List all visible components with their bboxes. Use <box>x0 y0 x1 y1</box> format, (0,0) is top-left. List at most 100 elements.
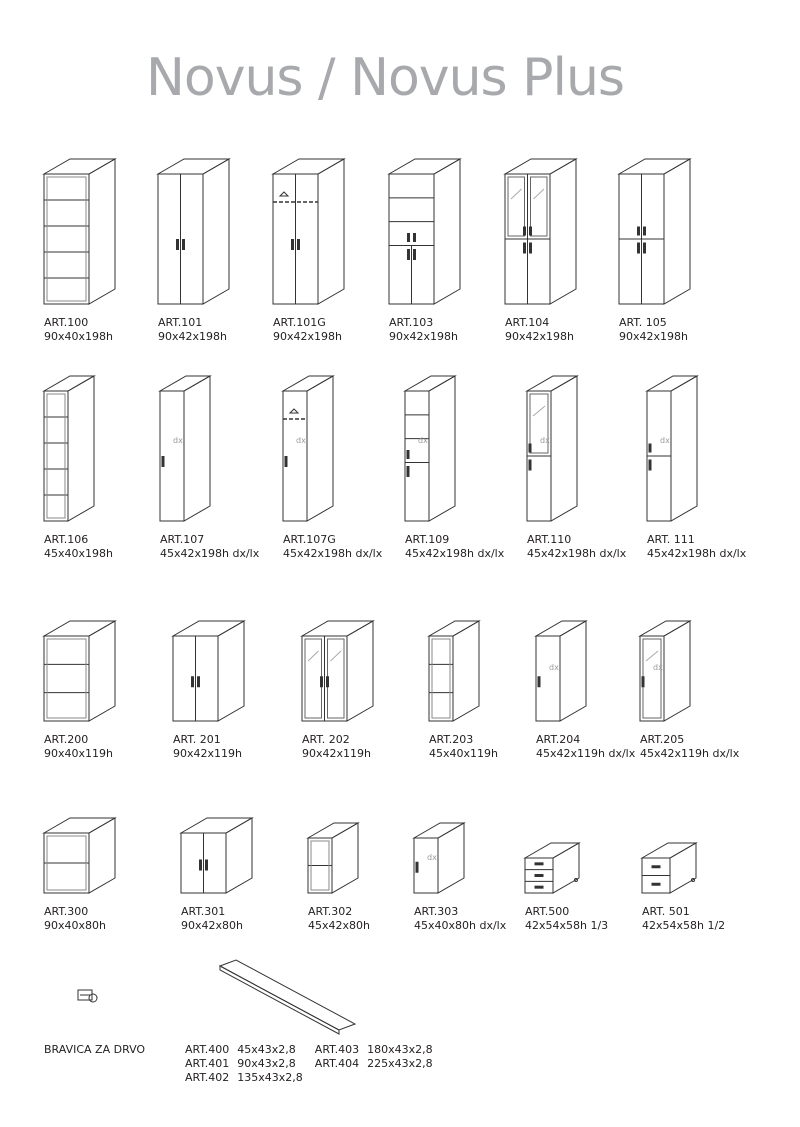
cabinet-side <box>88 620 116 722</box>
door-side-mark: dx <box>549 663 559 672</box>
door-handle <box>637 242 640 254</box>
door-handle <box>643 226 646 236</box>
product-code: ART.203 <box>429 733 474 746</box>
product-code: ART. 202 <box>302 733 350 746</box>
cabinet-front <box>428 635 454 722</box>
cabinet-side <box>331 822 359 894</box>
cabinet-front <box>43 635 90 722</box>
dowel-icon <box>77 989 93 1001</box>
cabinet-top <box>271 158 346 175</box>
product-code: ART.500 <box>525 905 570 918</box>
door-side-mark: dx <box>540 436 550 445</box>
door-handle <box>528 443 532 453</box>
cabinet-top <box>617 158 692 175</box>
door-handle <box>284 456 288 467</box>
cabinet-top <box>171 620 246 637</box>
product-code: ART.103 <box>389 316 434 329</box>
product-code: ART.302 <box>308 905 353 918</box>
cabinet-side <box>549 158 577 305</box>
door-handle <box>161 456 165 467</box>
door-handle <box>523 226 526 236</box>
cabinet-top <box>534 620 588 637</box>
door-side-mark: dx <box>173 436 183 445</box>
drawer-handle <box>534 874 544 877</box>
cabinet-top <box>281 375 335 392</box>
product-dims: 45x42x198h dx/lx <box>527 547 627 560</box>
door-handle <box>406 450 410 459</box>
glass-reflection <box>330 650 342 662</box>
product-dims: 45x42x198h dx/lx <box>283 547 383 560</box>
cabinet-top <box>503 158 578 175</box>
product-code: ART. 201 <box>173 733 221 746</box>
cabinet-inner <box>46 835 87 891</box>
door-handle <box>528 459 532 471</box>
product-dims: 45x42x198h dx/lx <box>647 547 747 560</box>
cabinet-side <box>663 620 691 722</box>
cabinet-top <box>427 620 481 637</box>
dowel-icon-circle <box>88 993 98 1003</box>
cabinet-side <box>88 158 116 305</box>
glass-reflection <box>532 405 546 417</box>
cabinet-side <box>452 620 480 722</box>
door-side-mark: dx <box>427 853 437 862</box>
cabinet-top <box>156 158 231 175</box>
product-dims: 42x54x58h 1/2 <box>642 919 726 932</box>
cabinet-side <box>217 620 245 722</box>
cabinet-top <box>640 842 698 859</box>
product-code: ART. 105 <box>619 316 667 329</box>
product-dims: 45x42x198h dx/lx <box>405 547 505 560</box>
cabinet-top <box>638 620 692 637</box>
door-handle <box>406 466 410 477</box>
door-handle <box>413 249 416 260</box>
drawer-handle <box>534 862 544 866</box>
door-handle <box>407 249 410 260</box>
product-dims: 42x54x58h 1/3 <box>525 919 609 932</box>
cabinet-inner <box>46 176 87 302</box>
cabinet-side <box>67 375 95 522</box>
cabinet-side <box>437 822 465 894</box>
glass-reflection <box>510 188 522 200</box>
door-handle <box>291 239 294 250</box>
drawer-handle <box>651 865 661 869</box>
door-handle <box>641 676 645 688</box>
cabinet-inner <box>46 393 66 519</box>
cabinet-side <box>669 842 697 894</box>
hanger-icon <box>288 408 300 414</box>
product-dims: 90x42x119h <box>173 747 242 760</box>
cabinet-side <box>559 620 587 722</box>
door-side-mark: dx <box>418 436 428 445</box>
product-dims: 90x40x119h <box>44 747 113 760</box>
cabinet-top <box>525 375 579 392</box>
product-code: ART.104 <box>505 316 550 329</box>
bravica-label: BRAVICA ZA DRVO <box>44 1043 146 1056</box>
product-dims: 90x42x198h <box>619 330 688 343</box>
door-handle <box>197 676 200 688</box>
cabinet-side <box>433 158 461 305</box>
product-code: ART.106 <box>44 533 89 546</box>
product-dims: 90x42x80h <box>181 919 243 932</box>
drawer-handle <box>534 885 544 889</box>
cabinet-side <box>317 158 345 305</box>
product-code: ART.101G <box>273 316 326 329</box>
cabinet-top <box>42 375 96 392</box>
door-side-mark: dx <box>653 663 663 672</box>
caster <box>691 878 695 882</box>
product-dims: 90x42x198h <box>273 330 342 343</box>
product-dims: 45x40x198h <box>44 547 113 560</box>
drawer-handle <box>651 882 661 886</box>
glass-panel <box>507 176 525 237</box>
cabinet-top <box>523 842 581 859</box>
product-code: ART.110 <box>527 533 572 546</box>
